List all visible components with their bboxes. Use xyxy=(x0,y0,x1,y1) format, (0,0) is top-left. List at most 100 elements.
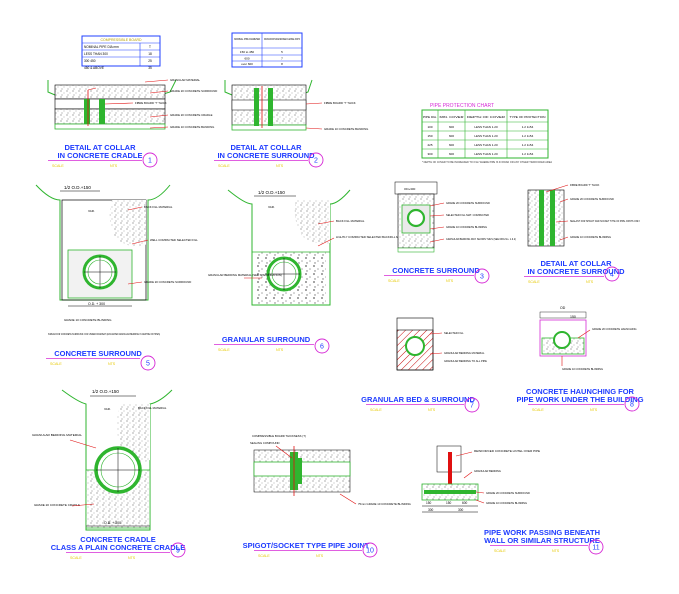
detail-8-title: PIPE WORK UNDER THE BUILDING xyxy=(516,395,643,404)
detail-3-number: 3 xyxy=(480,274,484,281)
detail-1-number-bubble xyxy=(142,152,158,168)
detail-4-drawing: FIBRE BOARD 'T' THICK GRADE 20 CONCRETE … xyxy=(527,183,640,247)
detail-7-number: 7 xyxy=(470,403,474,410)
detail-11-title: WALL OR SIMILAR STRUCTURE xyxy=(484,536,600,545)
detail-5-scale: SCALE xyxy=(50,362,62,366)
detail-2-scale: SCALE xyxy=(218,164,230,168)
detail-2-drawing: FIBRE BOARD 'T' THICK GRADE 10 CONCRETE … xyxy=(224,79,368,131)
detail-10-drawing: COMPRESSIBLE BOARD THICKNESS (T) SEALING… xyxy=(250,434,411,506)
d4-label-grade: GRADE 20 CONCRETE SURROUND xyxy=(570,197,614,201)
fj-cell-dia: over 600 xyxy=(241,62,253,66)
detail-3-number-bubble xyxy=(474,268,490,284)
detail-5-number: 5 xyxy=(146,361,150,368)
detail-11-title: PIPE WORK PASSING BENEATH xyxy=(484,528,600,537)
pp-cell: 600 xyxy=(449,125,454,129)
d8-dim: OD xyxy=(560,306,566,310)
d6-dim-top: 1/2 O.D.+150 xyxy=(258,190,285,195)
d11-dim-e: 300 xyxy=(458,508,464,512)
cb-cell-size: 450 & ABOVE xyxy=(84,66,104,70)
pp-header: DEPTH OF COVER xyxy=(467,115,505,119)
pp-cell: LESS THAN 1.20 xyxy=(474,143,498,147)
d10-label-blinding: 75mm GRADE 10 CONCRETE BLINDING xyxy=(358,502,411,506)
cb-cell-size: NOMINAL PIPE DIA mm xyxy=(84,45,119,49)
detail-6-title: GRANULAR SURROUND xyxy=(222,335,311,344)
detail-11-number: 11 xyxy=(592,545,599,552)
detail-1-nts: NTS xyxy=(110,164,118,168)
d11-dim-d: 300 xyxy=(428,508,434,512)
d4-label-sealant: SEALANT FOR SPIGOT AND SOCKET TYPE OF PI… xyxy=(570,219,640,223)
pp-cell: LESS THAN 1.20 xyxy=(474,134,498,138)
pp-cell: 300 xyxy=(427,152,432,156)
detail-9-nts: NTS xyxy=(128,556,136,560)
d6-label-lightly: LIGHTLY COMPACTED SELECTED BACKFILL MATE… xyxy=(336,235,410,239)
detail-4-title: DETAIL AT COLLAR xyxy=(541,259,613,268)
detail-9-scale: SCALE xyxy=(70,556,82,560)
detail-6-nts: NTS xyxy=(276,348,284,352)
detail-11-scale: SCALE xyxy=(494,549,506,553)
detail-4-number-bubble xyxy=(604,266,620,282)
d5-label-backfill: BACK FILL MATERIAL xyxy=(144,205,173,209)
fj-header-dist: MAXIMUM DISTANCE BETWEEN FLEXIBLE JOINTS xyxy=(264,38,300,41)
detail-7-title: GRANULAR BED & SURROUND xyxy=(361,395,475,404)
d11-label-lintel: REINFORCED CONCRETE LINTEL OVER PIPE xyxy=(474,449,540,453)
pp-cell: 600 xyxy=(449,134,454,138)
d11-label-granular: GRANULAR BEDDING xyxy=(474,469,501,473)
cb-cell-thickness: 25 xyxy=(148,59,152,63)
pp-cell: LESS THAN 1.20 xyxy=(474,125,498,129)
detail-8-number: 8 xyxy=(630,402,634,409)
detail-6-number: 6 xyxy=(320,344,324,351)
cb-cell-size: LESS THAN 300 xyxy=(84,52,108,56)
d5-var: VAR. xyxy=(88,209,95,213)
detail-1-title: IN CONCRETE CRADLE xyxy=(57,151,142,160)
detail-3-drawing: OD+300 GRADE 20 CONCRETE SURROUND SELECT… xyxy=(394,181,516,253)
detail-2-title: DETAIL AT COLLAR xyxy=(231,143,303,152)
d3-dim: OD+300 xyxy=(404,187,416,191)
d11-label-concrete: GRADE 20 CONCRETE SURROUND xyxy=(486,491,530,495)
detail-8-scale: SCALE xyxy=(532,408,544,412)
pp-cell: 1.2 1x54 xyxy=(522,134,534,138)
cb-cell-thickness: 35 xyxy=(148,66,152,70)
detail-2-number: 2 xyxy=(314,158,318,165)
detail-4-nts: NTS xyxy=(586,280,594,284)
detail-9-title: CONCRETE CRADLE xyxy=(80,535,155,544)
d6-var: VAR. xyxy=(268,205,275,209)
d11-dim-a: 150 xyxy=(426,501,432,505)
detail-8-number-bubble xyxy=(624,396,640,412)
d11-label-blinding: GRADE 10 CONCRETE BLINDING xyxy=(486,501,527,505)
d2-label-board: FIBRE BOARD 'T' THICK xyxy=(324,101,356,105)
d2-label-blinding: GRADE 10 CONCRETE BLINDING xyxy=(324,127,368,131)
d3-label-selected: SELECTED FILL MAT. COMPACTED xyxy=(446,213,489,217)
pipe-protection-title: PIPE PROTECTION CHART xyxy=(430,103,494,109)
d9-label-granular: GRANULAR BEDDING MATERIAL xyxy=(32,433,83,437)
pp-header: TYPE OF PROTECTION xyxy=(510,115,546,119)
detail-8-title: CONCRETE HAUNCHING FOR xyxy=(526,387,634,396)
detail-6-drawing: 1/2 O.D.+150 VAR. BACK FILL MATERIAL LIG… xyxy=(208,189,410,306)
cb-cell-size: 300 450 xyxy=(84,59,96,63)
cb-cell-thickness: 18 xyxy=(148,52,152,56)
detail-2-number-bubble xyxy=(308,152,324,168)
pp-cell: 100 xyxy=(427,125,432,129)
d1-label-blinding: GRADE 10 CONCRETE BLINDING xyxy=(170,125,214,129)
d1-label-board: FIBRE BOARD 'T' THICK xyxy=(135,101,167,105)
fj-cell-dist: 5 xyxy=(281,50,283,54)
detail-8-drawing: OD 150 GRADE 20 CONCRETE HAUNCHING GRADE… xyxy=(539,306,637,371)
detail-9-title: CLASS A PLAIN CONCRETE CRADLE xyxy=(51,543,185,552)
d5-label-grade: GRADE 20 CONCRETE SURROUND xyxy=(144,280,191,284)
d3-label-grade: GRADE 20 CONCRETE SURROUND xyxy=(446,201,490,205)
detail-3-title: CONCRETE SURROUND xyxy=(392,266,480,275)
detail-9-number: 9 xyxy=(176,548,180,555)
detail-5-title: CONCRETE SURROUND xyxy=(54,349,142,358)
compressible-board-title: COMPRESSIBLE BOARD xyxy=(100,38,142,42)
d8-label-grade: GRADE 20 CONCRETE HAUNCHING xyxy=(592,327,637,331)
pipe-protection-table: PIPE PROTECTION CHART PIPE DIA.MIN. COVE… xyxy=(421,103,552,164)
